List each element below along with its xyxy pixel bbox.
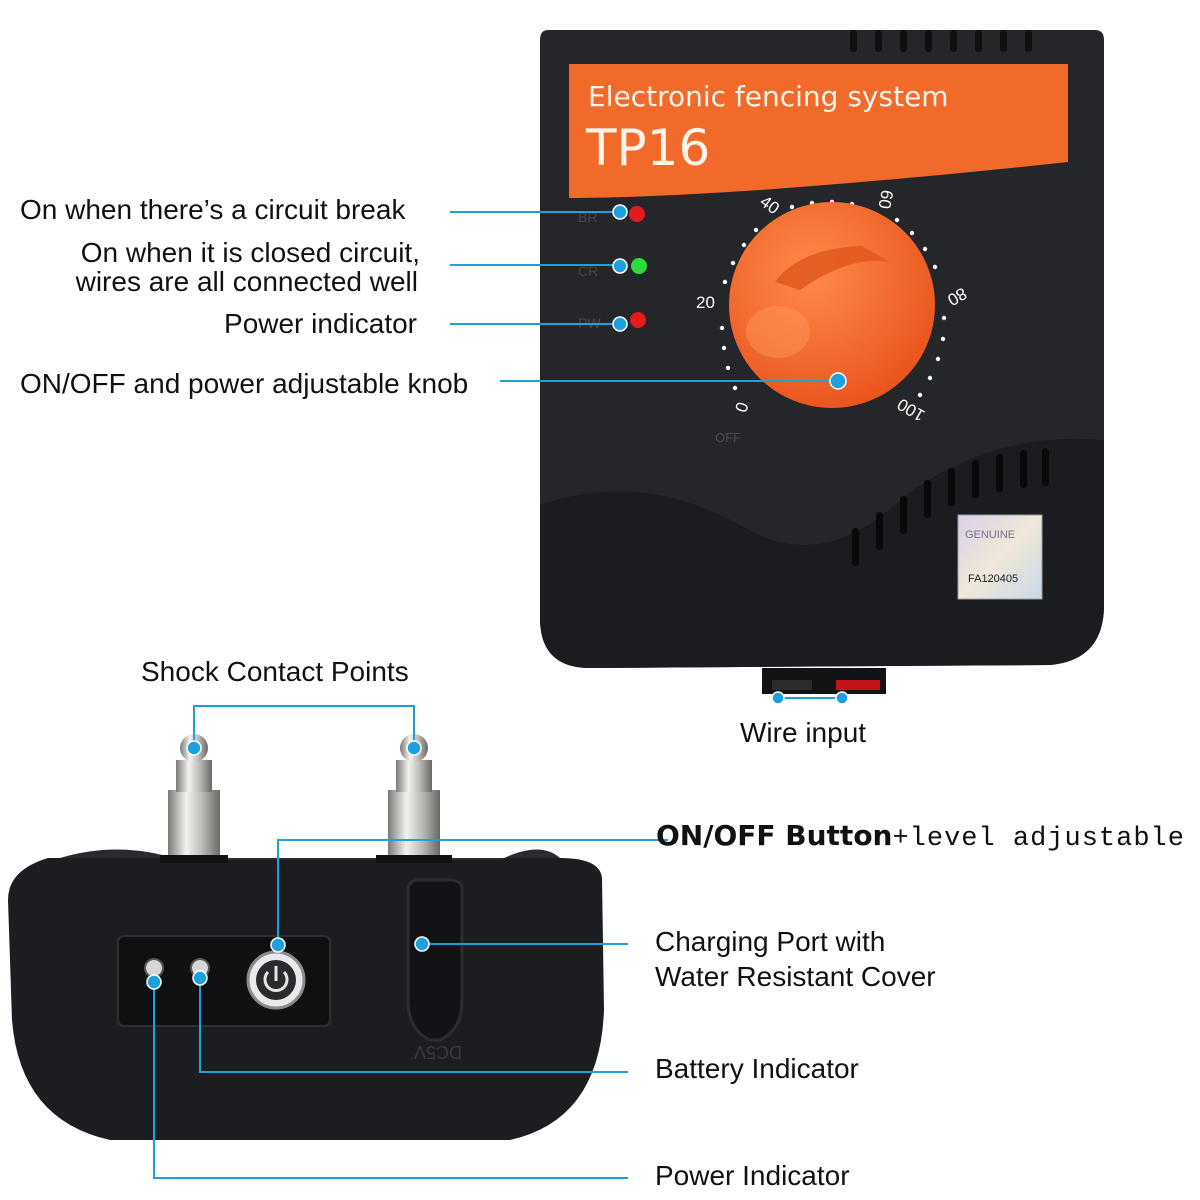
callout-circuit-break: On when there’s a circuit break <box>20 194 406 225</box>
knob-highlight <box>746 306 810 358</box>
orange-label-panel <box>569 64 1068 198</box>
callout-knob: ON/OFF and power adjustable knob <box>20 368 469 399</box>
callout-battery-indicator: Battery Indicator <box>655 1053 859 1084</box>
callout-power-indicator: Power indicator <box>224 308 417 339</box>
callout-charging-line2: Water Resistant Cover <box>655 961 936 992</box>
collar-top-ridge <box>60 849 560 860</box>
panel-title: Electronic fencing system <box>588 80 949 113</box>
off-label: OFF <box>715 430 741 445</box>
transmitter-lower-panel <box>540 438 1104 668</box>
side-vents <box>852 448 1049 566</box>
callout-collar-power-indicator: Power Indicator <box>655 1160 850 1191</box>
hologram-serial: FA120405 <box>968 573 1018 585</box>
led-label-cr: CR <box>578 263 598 279</box>
top-vents <box>850 30 1032 52</box>
leader-lines <box>153 211 842 1179</box>
callout-onoff-button-suffix: +level adjustable <box>892 824 1185 854</box>
collar-receiver: DC5V <box>8 734 604 1140</box>
callout-shock-contact-points: Shock Contact Points <box>141 656 409 687</box>
callout-charging-line1: Charging Port with <box>655 926 886 957</box>
dial-mark-20: 20 <box>696 293 715 312</box>
dial-scale <box>719 199 947 398</box>
model-name: TP16 <box>585 119 710 177</box>
callout-wire-input: Wire input <box>740 717 867 748</box>
power-symbol-glyph <box>263 970 289 992</box>
callout-closed-circuit-line2: wires are all connected well <box>75 266 418 297</box>
port-marking: DC5V <box>414 1042 462 1062</box>
wire-terminal-red <box>836 680 880 690</box>
callout-onoff-button: ON/OFF Button+level adjustable <box>656 819 1185 855</box>
genuine-hologram-sticker <box>957 514 1043 600</box>
wire-terminal-black <box>772 680 812 690</box>
transmitter-unit: Electronic fencing system TP16 BR CR PW … <box>540 30 1104 694</box>
callout-closed-circuit-line1: On when it is closed circuit, <box>80 237 420 268</box>
closed-circuit-led <box>631 258 647 274</box>
circuit-break-led <box>629 206 645 222</box>
power-led <box>630 312 646 328</box>
power-knob[interactable] <box>729 202 935 408</box>
hologram-word: GENUINE <box>965 529 1015 541</box>
knob-grip-mark <box>775 246 890 290</box>
leader-dots <box>146 204 849 990</box>
dial-mark-60: 60 <box>875 188 897 210</box>
shock-pin-right <box>376 734 452 863</box>
callout-onoff-button-main: ON/OFF Button <box>656 819 893 852</box>
charging-port-cover[interactable] <box>406 878 464 1042</box>
